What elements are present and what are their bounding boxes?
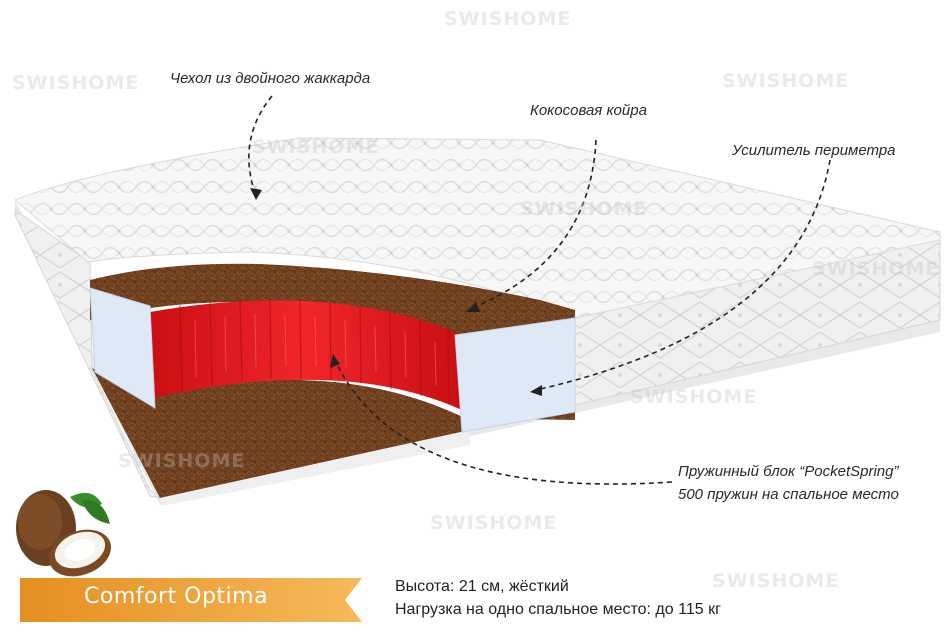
pocket-spring-block [150,300,462,410]
coconut-image [16,490,111,577]
watermark: SWISHOME [520,198,648,220]
callout-springs-count-label: 500 пружин на спальное место [678,486,899,503]
callout-springs-label: Пружинный блок “PocketSpring” [678,463,899,480]
watermark: SWISHOME [630,386,758,408]
callout-arrows [248,95,831,485]
callout-cover-label: Чехол из двойного жаккарда [170,70,371,87]
mattress-top-cover [14,137,941,319]
coir-layer-bottom [92,368,575,498]
coir-layer-top [90,263,575,338]
watermark: SWISHOME [12,72,140,94]
model-ribbon [20,578,362,622]
watermark: SWISHOME [812,258,940,280]
watermark: SWISHOME [712,570,840,592]
callout-perimeter-label: Усилитель периметра [732,142,896,159]
perimeter-foam-left [89,287,156,409]
perimeter-foam-right [454,317,576,433]
callout-coir-label: Кокосовая койра [530,102,647,119]
height-spec: Высота: 21 см, жёсткий [395,578,569,595]
load-spec: Нагрузка на одно спальное место: до 115 … [395,601,721,618]
watermark: SWISHOME [722,70,850,92]
watermark: SWISHOME [430,512,558,534]
watermark: SWISHOME [444,8,572,30]
watermark: SWISHOME [252,136,380,158]
model-name: Comfort Optima [84,584,269,609]
watermark: SWISHOME [118,450,246,472]
